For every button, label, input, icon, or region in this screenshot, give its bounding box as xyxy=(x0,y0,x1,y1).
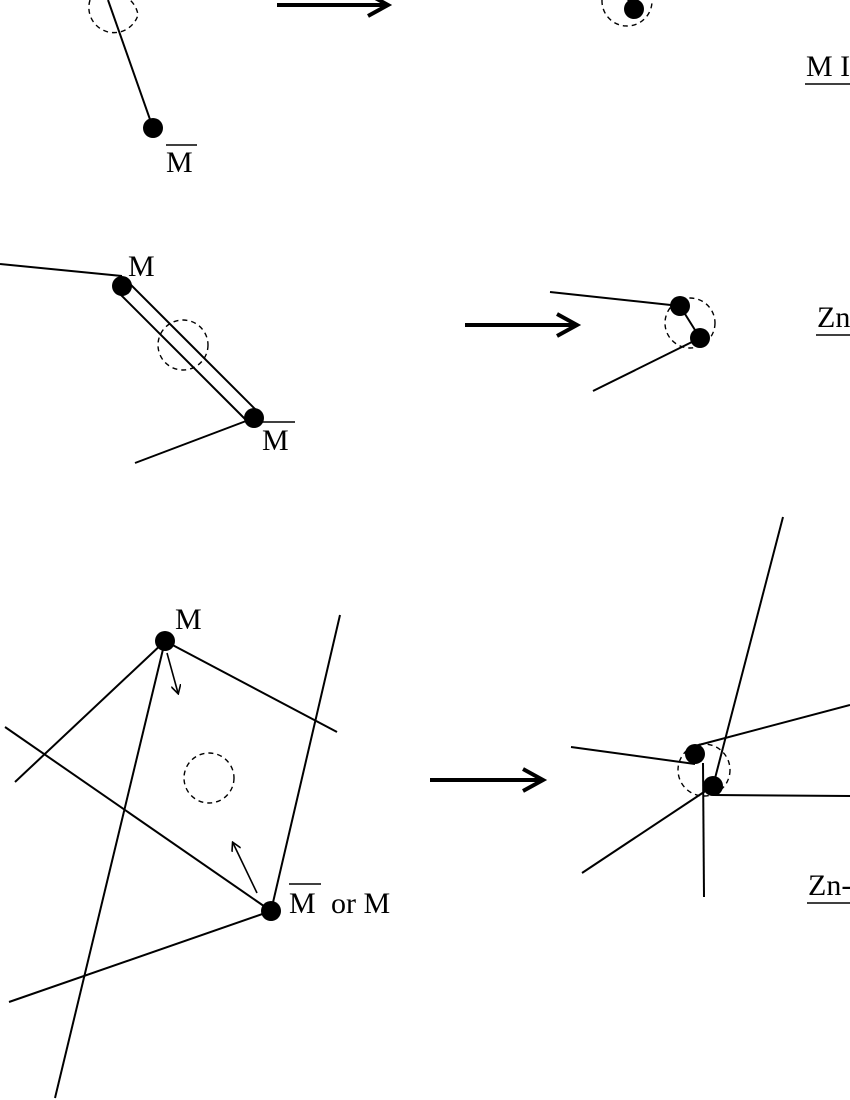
row3-product-upper-left xyxy=(570,746,696,765)
row2-product-dashed-circle xyxy=(664,297,716,349)
row3-line-m-left xyxy=(14,640,166,783)
row3-product-atom-bottom xyxy=(703,776,723,796)
row3-product-lower-left xyxy=(581,785,714,874)
row3-atom-bottom xyxy=(261,901,281,921)
row2-upper-chain xyxy=(0,263,123,277)
row2-lower-chain xyxy=(134,417,255,464)
row-3: M M or M Zn- xyxy=(4,516,850,1099)
row1-atom xyxy=(143,118,163,138)
row2-right-label: Zn xyxy=(817,301,850,334)
row1-bond-line xyxy=(107,0,154,129)
row3-right-label: Zn- xyxy=(808,869,850,902)
row3-product-horizontal xyxy=(712,794,850,797)
row2-atom-top xyxy=(112,276,132,296)
row1-reaction-arrow xyxy=(277,0,393,18)
row1-right-label: M I xyxy=(806,50,850,83)
row3-reaction-arrow xyxy=(430,767,548,793)
row1-product-atom xyxy=(624,0,644,19)
row2-product-lower-chain xyxy=(592,337,701,392)
row3-product-long-up xyxy=(712,516,784,787)
row2-label-bottom: M xyxy=(262,424,289,457)
row-2: M M Zn xyxy=(0,250,850,464)
row2-product-atom-bottom xyxy=(690,328,710,348)
row3-line-bottom xyxy=(8,910,272,1003)
row2-bond-a xyxy=(116,290,251,425)
row2-reaction-arrow xyxy=(465,312,582,338)
row2-bond-b xyxy=(126,280,261,415)
row3-line-left-diag xyxy=(4,726,272,912)
row2-dashed-circle xyxy=(157,319,209,371)
row3-label-or-m: or M xyxy=(331,887,390,920)
row3-arrow-up xyxy=(233,843,258,894)
row2-label-top: M xyxy=(128,250,155,283)
row3-line-m-right xyxy=(164,640,338,733)
row3-label-top: M xyxy=(175,603,202,636)
row3-line-right-vertical xyxy=(270,614,341,912)
row3-line-m-long xyxy=(54,640,166,1099)
row1-product-dashed-circle xyxy=(601,0,653,27)
row2-product-atom-top xyxy=(670,296,690,316)
row-1: M M I xyxy=(88,0,850,179)
row3-product-atom-top xyxy=(685,744,705,764)
row3-dashed-circle xyxy=(183,752,235,804)
row3-product-dashed-circle xyxy=(677,743,731,797)
row3-atom-top xyxy=(155,631,175,651)
row3-product-upper-right xyxy=(694,704,850,747)
row1-label-m-bar: M xyxy=(166,146,193,179)
row2-atom-bottom xyxy=(244,408,264,428)
row1-dashed-circle xyxy=(88,0,139,34)
row3-label-m-bar: M xyxy=(289,887,316,920)
row2-product-upper-chain xyxy=(549,291,681,307)
row3-arrow-down xyxy=(166,652,178,693)
